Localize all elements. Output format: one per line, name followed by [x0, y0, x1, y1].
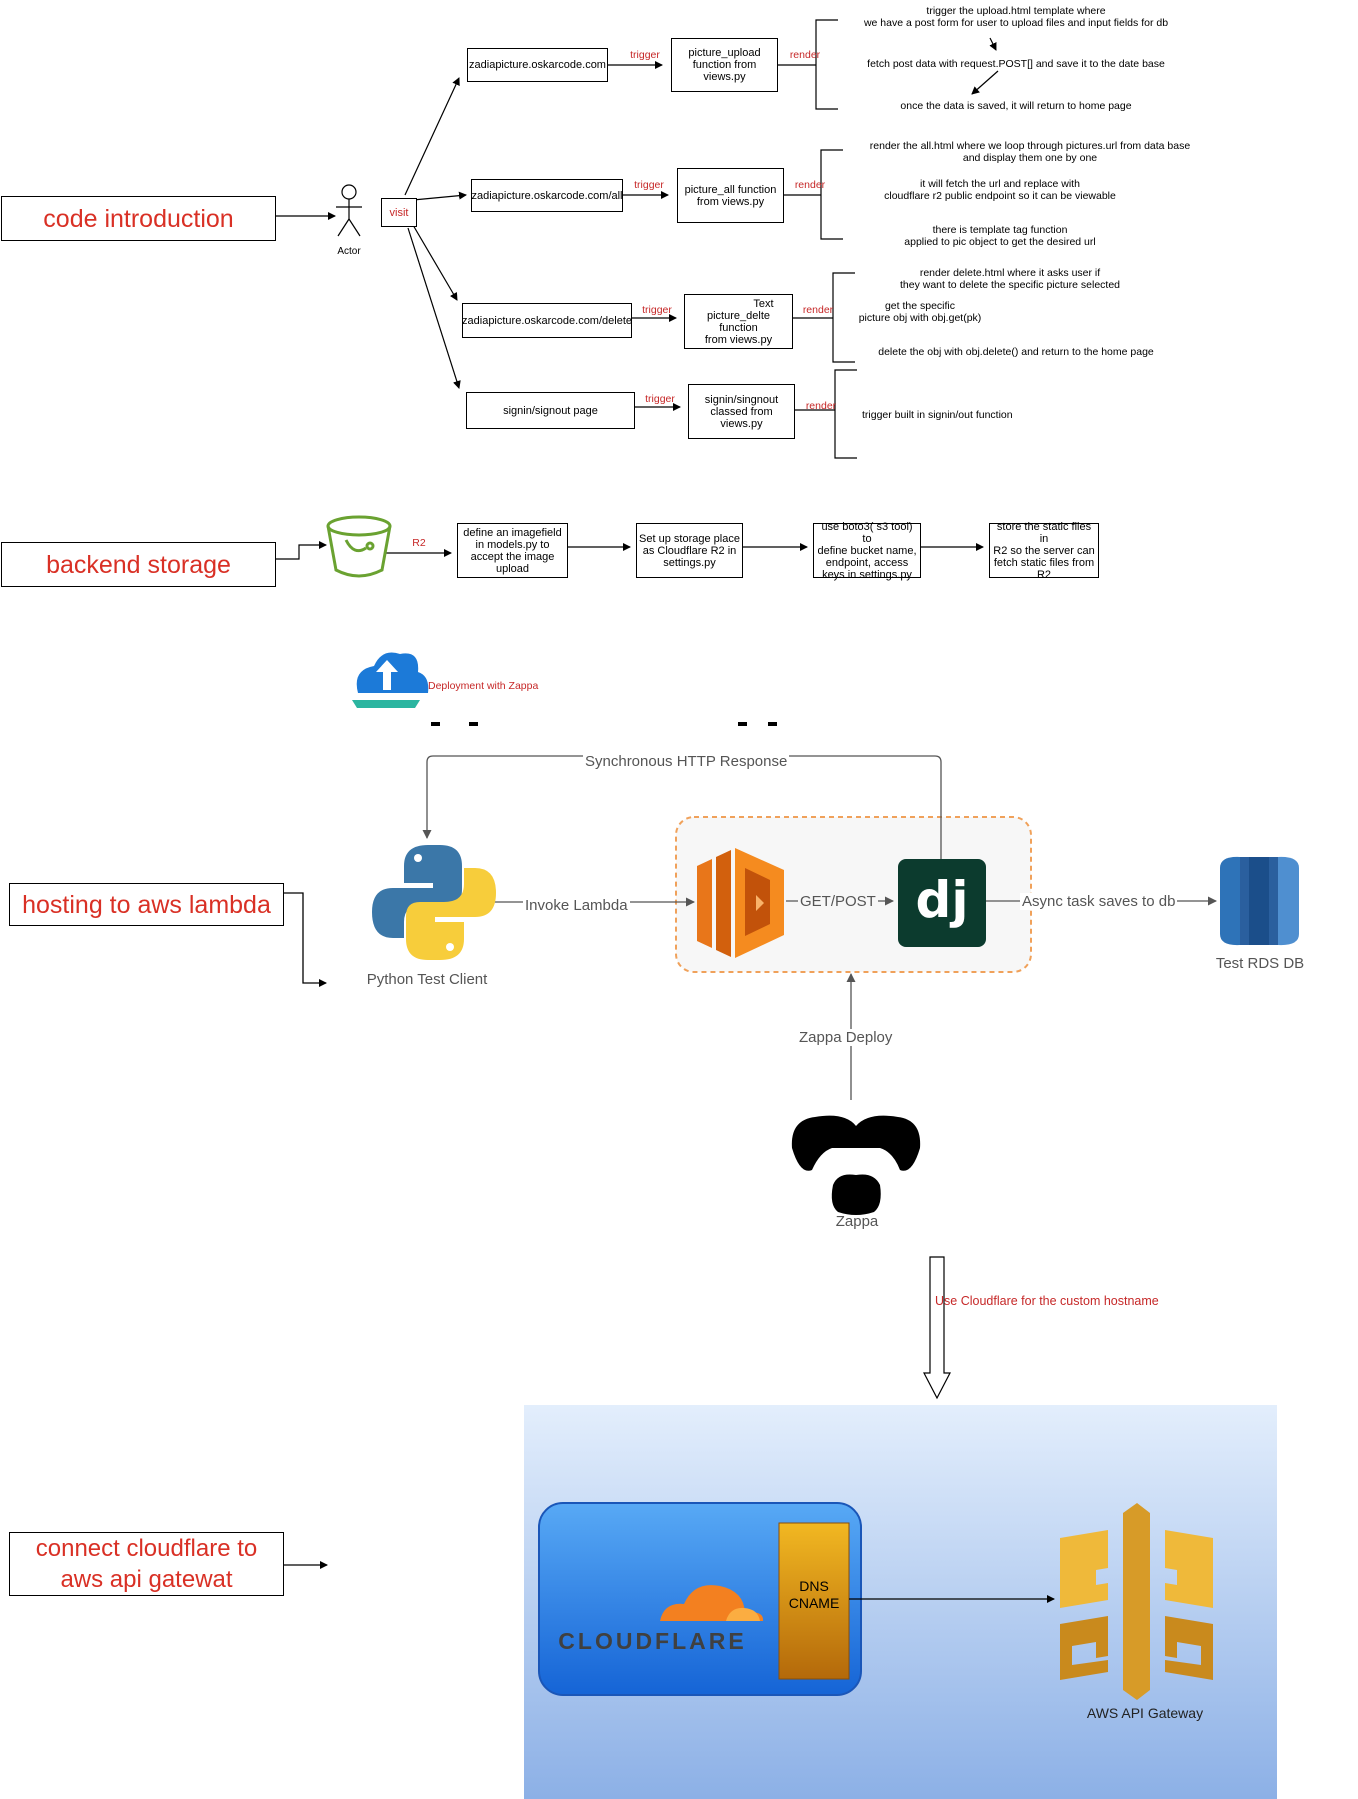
note-all-1: render the all.html where we loop throug… — [869, 140, 1191, 164]
trigger-label-3: trigger — [642, 304, 672, 316]
note-upload-1: trigger the upload.html template where w… — [863, 5, 1169, 29]
django-logo-text: dj — [915, 871, 969, 929]
bucket-icon — [326, 515, 392, 578]
func-picture-delete: Text picture_delte function from views.p… — [684, 294, 793, 349]
actor-label: Actor — [337, 246, 361, 257]
storage-step-1: define an imagefield in models.py to acc… — [457, 523, 568, 578]
trigger-label-1: trigger — [630, 49, 660, 61]
func-signin-signout: signin/singnout classed from views.py — [688, 384, 795, 439]
trigger-label-4: trigger — [645, 393, 675, 405]
func-picture-all: picture_all function from views.py — [677, 168, 784, 223]
zappa-deploy-label: Zappa Deploy — [797, 1029, 895, 1046]
note-upload-2: fetch post data with request.POST[] and … — [867, 58, 1165, 70]
storage-step-3: use boto3( s3 tool) to define bucket nam… — [813, 521, 921, 581]
render-label-3: render — [802, 304, 834, 316]
section-code-introduction: code introduction — [1, 196, 276, 241]
sync-response-label: Synchronous HTTP Response — [583, 753, 790, 770]
cloudflare-hostname-note: Use Cloudflare for the custom hostname — [935, 1294, 1159, 1308]
note-all-3: there is template tag function applied t… — [904, 224, 1096, 248]
async-db-label: Async task saves to db — [1020, 893, 1178, 910]
test-rds-db-label: Test RDS DB — [1215, 955, 1305, 972]
dns-cname-box — [778, 1522, 850, 1680]
storage-step-4: store the static files in R2 so the serv… — [989, 521, 1099, 581]
section-backend-storage: backend storage — [1, 542, 276, 587]
section-connect-cloudflare: connect cloudflare to aws api gatewat — [9, 1532, 284, 1596]
note-upload-3: once the data is saved, it will return t… — [900, 100, 1132, 112]
deployment-title: Deployment with Zappa — [428, 680, 539, 692]
visit-box: visit — [381, 198, 417, 227]
cloud-upload-icon — [352, 652, 429, 708]
cloudflare-connectors — [282, 1256, 951, 1569]
code-intro-connectors — [275, 19, 999, 459]
note-delete-2: get the specific picture obj with obj.ge… — [858, 300, 982, 324]
cloudflare-cloud-icon — [660, 1585, 764, 1621]
aws-api-gateway-label: AWS API Gateway — [1086, 1705, 1204, 1721]
section-hosting-aws-lambda: hosting to aws lambda — [9, 883, 284, 926]
func-delete-text-label: Text — [753, 297, 774, 310]
note-all-2: it will fetch the url and replace with c… — [884, 178, 1116, 202]
python-test-client-label: Python Test Client — [366, 971, 488, 988]
route-url-upload: zadiapicture.oskarcode.com — [467, 48, 608, 82]
note-signin-1: trigger built in signin/out function — [862, 409, 1013, 421]
zappa-mustache-icon — [791, 1115, 921, 1215]
note-delete-3: delete the obj with obj.delete() and ret… — [878, 346, 1154, 358]
route-url-signin: signin/signout page — [466, 392, 635, 429]
render-label-4: render — [805, 400, 837, 412]
func-picture-upload: picture_upload function from views.py — [671, 38, 778, 92]
r2-label: R2 — [412, 537, 426, 549]
storage-step-2: Set up storage place as Cloudflare R2 in… — [636, 523, 743, 578]
storage-connectors — [275, 541, 984, 560]
note-delete-1: render delete.html where it asks user if… — [899, 267, 1121, 291]
route-url-delete: zadiapicture.oskarcode.com/delete — [462, 303, 632, 338]
python-logo-icon — [372, 845, 496, 960]
django-icon — [898, 859, 986, 947]
zappa-label: Zappa — [835, 1213, 879, 1230]
dns-cname-label: DNS CNAME — [788, 1578, 840, 1611]
trigger-label-2: trigger — [634, 179, 664, 191]
aws-lambda-icon — [697, 848, 784, 958]
clipped-title-remnants — [431, 722, 777, 726]
aws-api-gateway-icon — [1060, 1503, 1213, 1700]
invoke-lambda-label: Invoke Lambda — [523, 897, 630, 914]
rds-db-icon — [1220, 856, 1299, 946]
func-delete-body: picture_delte function from views.py — [704, 309, 773, 346]
cloudflare-logo-text: CLOUDFLARE — [558, 1628, 747, 1654]
render-label-2: render — [794, 179, 826, 191]
route-url-all: zadiapicture.oskarcode.com/all — [471, 179, 623, 212]
render-label-1: render — [789, 49, 821, 61]
get-post-label: GET/POST — [798, 893, 878, 910]
